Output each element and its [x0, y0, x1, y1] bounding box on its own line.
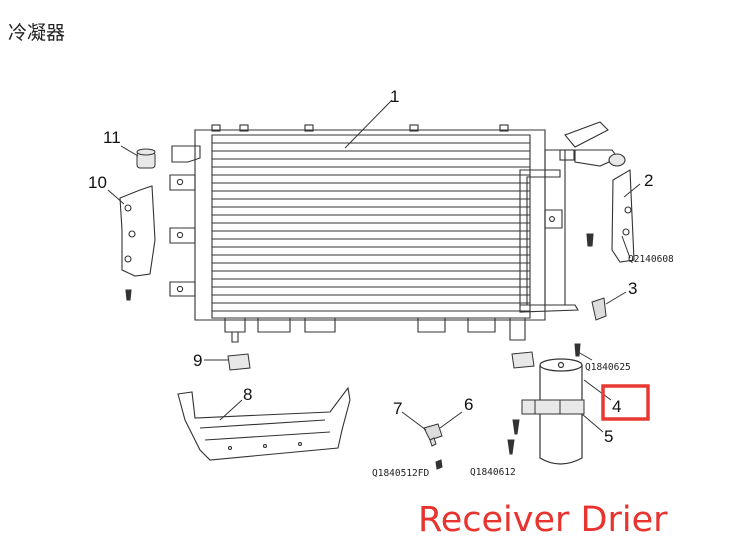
callout-2: 2 — [644, 171, 653, 190]
callout-3: 3 — [628, 279, 637, 298]
callout-8: 8 — [243, 385, 252, 404]
rubber-pad-9 — [227, 353, 251, 371]
part-number-q1840612: Q1840612 — [470, 467, 516, 478]
callout-1: 1 — [390, 87, 399, 106]
right-bracket-2 — [586, 153, 635, 263]
callout-9: 9 — [193, 351, 202, 370]
part-number-q1840512fd: Q1840512FD — [372, 468, 429, 479]
callout-10: 10 — [88, 173, 107, 192]
caption-label: Receiver Drier — [418, 500, 668, 540]
left-bracket-10 — [119, 185, 156, 301]
condenser-core — [169, 121, 619, 343]
callout-11: 11 — [103, 128, 121, 147]
drier-bracket-5 — [521, 399, 585, 415]
callout-5: 5 — [604, 427, 613, 446]
diagram-title: 冷凝器 — [8, 22, 66, 44]
valve-6-7 — [423, 423, 443, 470]
part-number-q2140608: Q2140608 — [628, 254, 674, 265]
highlight-box — [601, 384, 650, 421]
callout-4: 4 — [612, 397, 621, 416]
callout-6: 6 — [464, 395, 473, 414]
rubber-pad-right — [511, 351, 535, 369]
lower-baffle-8 — [177, 386, 351, 461]
part-number-q1840625: Q1840625 — [585, 362, 631, 373]
callout-7: 7 — [393, 399, 402, 418]
rubber-bushing-11 — [136, 148, 156, 169]
drier-bolts — [507, 343, 581, 455]
pressure-switch-3 — [591, 297, 607, 321]
leader-lines — [107, 99, 641, 433]
